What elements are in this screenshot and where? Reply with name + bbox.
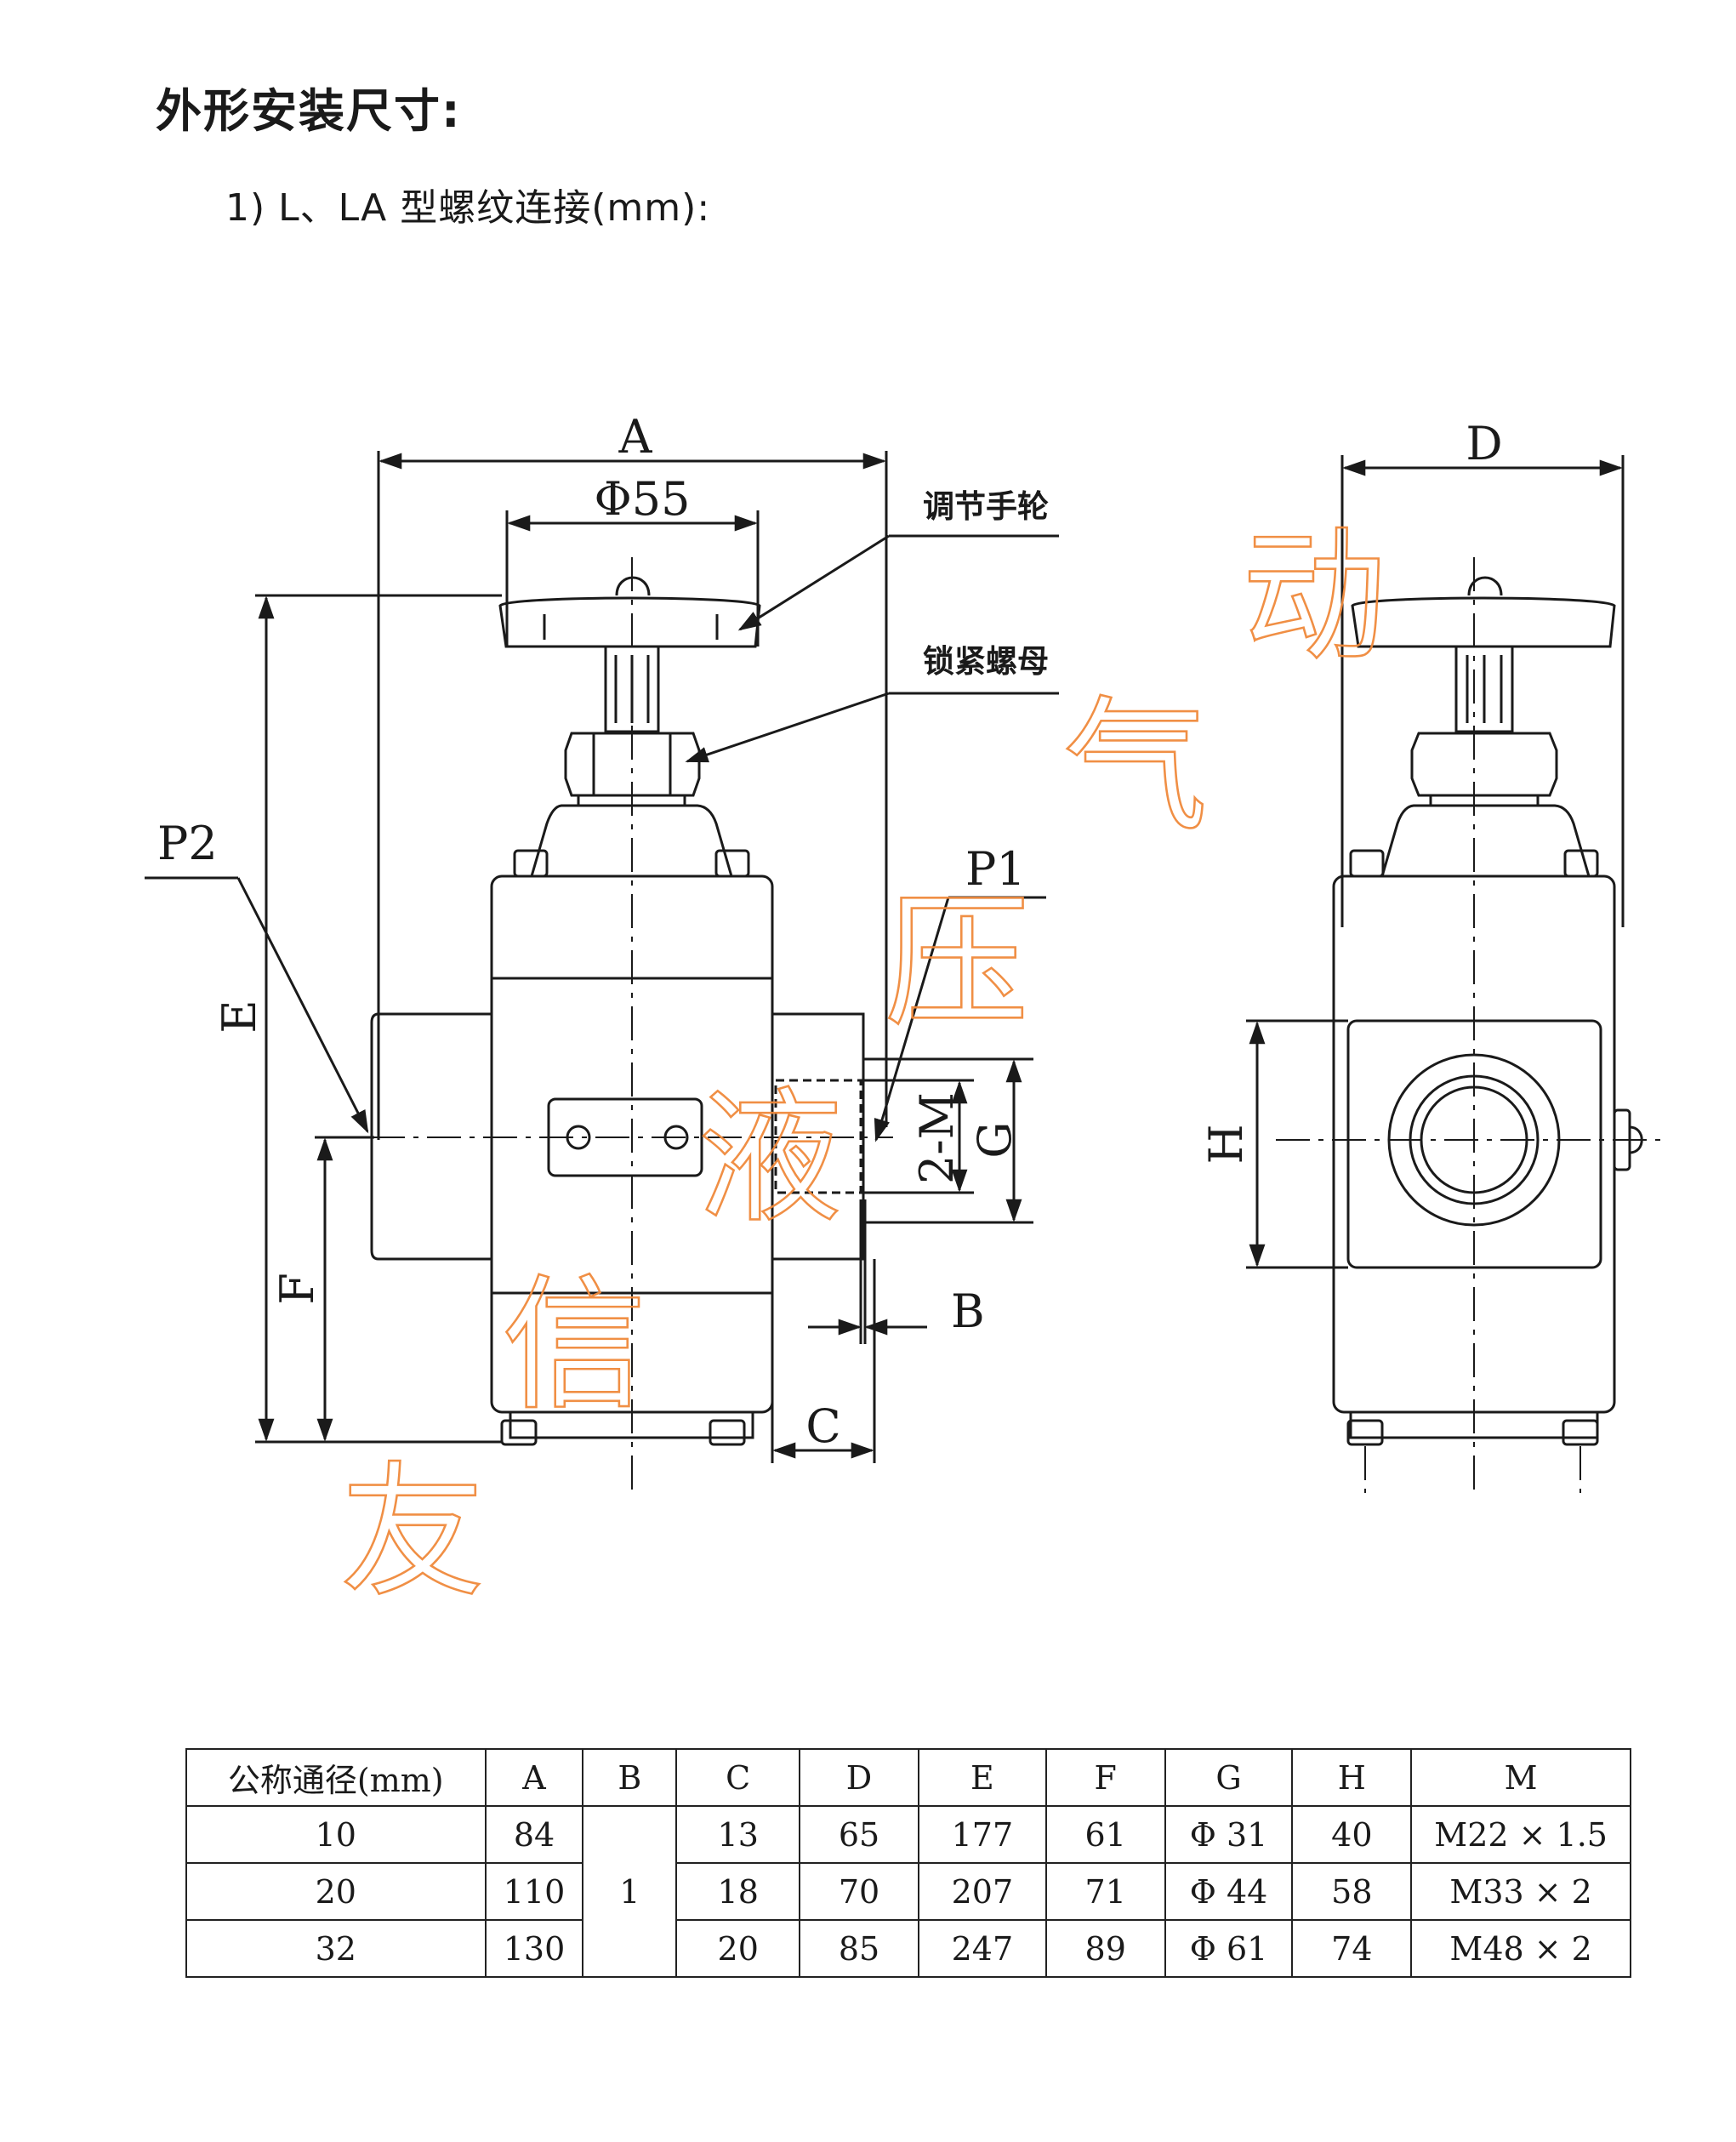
table-header-cell: D — [799, 1748, 919, 1807]
table-cell: 13 — [675, 1805, 801, 1864]
table-header-cell: E — [917, 1748, 1047, 1807]
label-h: H — [1199, 1124, 1253, 1164]
table-cell: M22 × 1.5 — [1410, 1805, 1631, 1864]
page-title: 外形安装尺寸: — [156, 84, 462, 138]
table-header-cell: A — [484, 1748, 584, 1807]
watermark-char-5: 气 — [1063, 683, 1208, 852]
watermark-char-4: 压 — [885, 879, 1029, 1047]
table-header-cell: C — [675, 1748, 801, 1807]
side-view — [1246, 455, 1667, 1493]
label-phi55: Φ55 — [595, 472, 691, 526]
callout-handwheel: 调节手轮 — [923, 488, 1049, 525]
table-cell: M48 × 2 — [1410, 1919, 1631, 1978]
label-a: A — [618, 410, 653, 464]
label-d: D — [1466, 417, 1502, 470]
bolt-bottom-right — [709, 1419, 746, 1446]
table-cell: 177 — [917, 1805, 1047, 1864]
section-subtitle: 1) L、LA 型螺纹连接(mm): — [225, 186, 711, 230]
table-row: 10 84 1 13 65 177 61 Φ 31 40 M22 × 1.5 — [185, 1805, 1631, 1978]
table-cell: Φ 44 — [1164, 1862, 1294, 1921]
bolt-top-right — [714, 849, 750, 878]
table-cell: 74 — [1291, 1919, 1413, 1978]
table-cell: 71 — [1044, 1862, 1166, 1921]
side-lock-nut — [1410, 732, 1558, 797]
watermark: 友 信 液 压 气 动 — [339, 512, 1388, 1619]
watermark-char-3: 液 — [697, 1074, 842, 1243]
dimension-table: 公称通径(mm) A B C D E F G H M 10 84 1 13 65… — [185, 1748, 1631, 1978]
table-cell: 10 — [185, 1805, 487, 1864]
table-header-row: 公称通径(mm) A B C D E F G H M — [185, 1748, 1631, 1807]
table-cell: 130 — [484, 1919, 584, 1978]
table-cell: 18 — [675, 1862, 801, 1921]
table-cell: 85 — [799, 1919, 919, 1978]
watermark-char-1: 友 — [340, 1449, 485, 1617]
watermark-char-2: 信 — [502, 1262, 646, 1430]
table-cell: 110 — [484, 1862, 584, 1921]
table-header-cell: F — [1044, 1748, 1166, 1807]
table-cell: 58 — [1291, 1862, 1413, 1921]
table-cell: 40 — [1291, 1805, 1413, 1864]
port-block — [370, 1012, 493, 1261]
label-p2: P2 — [157, 817, 218, 870]
watermark-char-6: 动 — [1242, 513, 1386, 681]
table-cell: 20 — [675, 1919, 801, 1978]
table-header-cell: H — [1291, 1748, 1413, 1807]
table-cell: 70 — [799, 1862, 919, 1921]
table-row: 20 110 18 70 207 71 Φ 44 58 M33 × 2 — [185, 1862, 1631, 1921]
label-c: C — [805, 1399, 840, 1453]
bolt-top-left — [513, 849, 549, 878]
table-cell: 20 — [185, 1862, 487, 1921]
label-e: E — [213, 1000, 266, 1033]
table-cell: M33 × 2 — [1410, 1862, 1631, 1921]
table-header-cell: M — [1410, 1748, 1631, 1807]
table-cell: Φ 61 — [1164, 1919, 1294, 1978]
table-cell: 1 — [582, 1805, 678, 1978]
table-cell: 207 — [917, 1862, 1047, 1921]
front-view — [145, 451, 1059, 1493]
label-g: G — [968, 1121, 1022, 1158]
lock-nut — [564, 732, 701, 797]
valve-drawing: A Φ55 E F G 2-M B C P1 P2 调节手轮 锁紧螺母 — [145, 410, 1667, 1619]
handwheel — [498, 596, 761, 648]
side-stem — [1454, 645, 1514, 733]
table-row: 32 130 20 85 247 89 Φ 61 74 M48 × 2 — [185, 1919, 1631, 1978]
callout-locknut: 锁紧螺母 — [923, 643, 1049, 680]
label-p1: P1 — [965, 842, 1026, 896]
table-cell: Φ 31 — [1164, 1805, 1294, 1864]
table-cell: 61 — [1044, 1805, 1166, 1864]
bolt-bottom-left — [500, 1419, 538, 1446]
label-f: F — [270, 1273, 324, 1304]
table-cell: 89 — [1044, 1919, 1166, 1978]
table-header-cell: G — [1164, 1748, 1294, 1807]
table-header-cell: B — [582, 1748, 678, 1807]
thread-port — [774, 1079, 862, 1194]
table-header-cell: 公称通径(mm) — [185, 1748, 487, 1807]
side-handwheel — [1351, 596, 1616, 648]
label-2m: 2-M — [910, 1092, 964, 1184]
label-b: B — [951, 1285, 985, 1338]
table-cell: 84 — [484, 1805, 584, 1864]
table-cell: 32 — [185, 1919, 487, 1978]
table-cell: 247 — [917, 1919, 1047, 1978]
table-cell: 65 — [799, 1805, 919, 1864]
